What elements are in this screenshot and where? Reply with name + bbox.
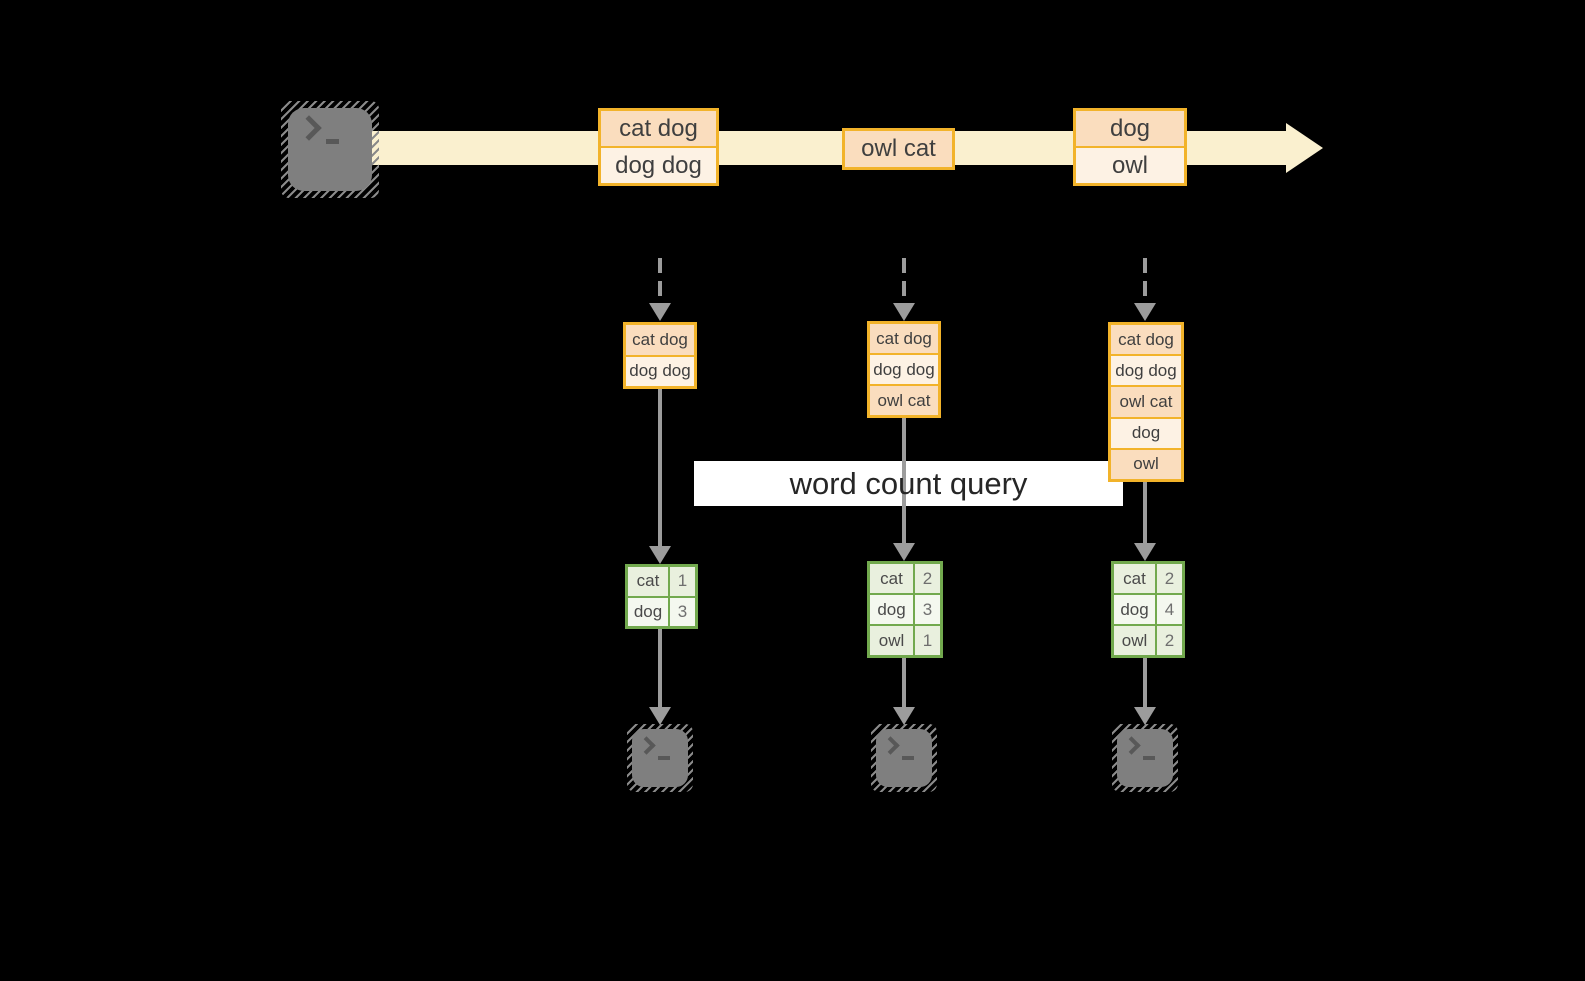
query-banner — [694, 461, 1123, 506]
sink-terminal-icon-3 — [1112, 724, 1178, 792]
count-cell: 3 — [915, 595, 940, 624]
connector-line-5 — [902, 657, 906, 708]
buffer-row: owl cat — [870, 386, 938, 415]
connector-line-2 — [902, 417, 906, 543]
connector-line-1 — [658, 388, 662, 546]
count-cell: 1 — [670, 567, 695, 596]
stream-event-word: owl — [1076, 148, 1184, 183]
prompt-underscore-icon — [1143, 756, 1155, 760]
sink-terminal-icon-2 — [871, 724, 937, 792]
stream-event-box-1: cat dog dog dog — [598, 108, 719, 186]
connector-arrowhead-icon — [1134, 543, 1156, 561]
buffer-row: owl cat — [1111, 387, 1181, 417]
word-cell: cat — [870, 564, 913, 593]
source-terminal-icon — [281, 101, 379, 198]
connector-arrowhead-icon — [649, 707, 671, 725]
terminal-screen — [288, 108, 372, 191]
record-buffer-2: cat dog dog dog owl cat — [867, 321, 941, 418]
query-banner-label: word count query — [789, 465, 1028, 501]
count-cell: 2 — [915, 564, 940, 593]
word-count-table-3: cat 2 dog 4 owl 2 — [1111, 561, 1185, 658]
dashed-connector-3 — [1143, 258, 1147, 303]
stream-event-box-3: dog owl — [1073, 108, 1187, 186]
word-cell: owl — [1114, 626, 1155, 655]
buffer-row: cat dog — [1111, 325, 1181, 355]
dashed-connector-2 — [902, 258, 906, 303]
count-cell: 2 — [1157, 626, 1182, 655]
word-cell: dog — [870, 595, 913, 624]
connector-arrowhead-icon — [1134, 707, 1156, 725]
connector-line-4 — [658, 628, 662, 708]
dashed-arrowhead-icon — [893, 303, 915, 321]
word-cell: dog — [628, 597, 668, 626]
dashed-connector-1 — [658, 258, 662, 303]
connector-line-3 — [1143, 481, 1147, 543]
buffer-row: owl — [1111, 449, 1181, 480]
stream-event-box-2: owl cat — [842, 128, 955, 170]
connector-arrowhead-icon — [893, 707, 915, 725]
connector-arrowhead-icon — [649, 546, 671, 564]
count-cell: 1 — [915, 626, 940, 655]
stream-event-word: dog dog — [601, 148, 716, 183]
word-count-table-2: cat 2 dog 3 owl 1 — [867, 561, 943, 658]
sink-terminal-icon-1 — [627, 724, 693, 792]
dashed-arrowhead-icon — [649, 303, 671, 321]
prompt-underscore-icon — [658, 756, 670, 760]
stream-event-word: cat dog — [601, 111, 716, 146]
word-cell: cat — [1114, 564, 1155, 593]
record-buffer-1: cat dog dog dog — [623, 322, 697, 389]
buffer-row: cat dog — [870, 324, 938, 353]
buffer-row: dog dog — [1111, 356, 1181, 386]
buffer-row: cat dog — [626, 325, 694, 355]
dashed-arrowhead-icon — [1134, 303, 1156, 321]
word-count-table-1: cat 1 dog 3 — [625, 564, 698, 629]
prompt-underscore-icon — [326, 139, 339, 144]
count-cell: 4 — [1157, 595, 1182, 624]
record-buffer-3: cat dog dog dog owl cat dog owl — [1108, 322, 1184, 482]
stream-event-word: owl cat — [845, 131, 952, 167]
buffer-row: dog dog — [626, 356, 694, 386]
buffer-row: dog dog — [870, 355, 938, 384]
word-cell: dog — [1114, 595, 1155, 624]
count-cell: 3 — [670, 597, 695, 626]
prompt-underscore-icon — [902, 756, 914, 760]
connector-line-6 — [1143, 657, 1147, 708]
word-cell: owl — [870, 626, 913, 655]
stream-event-word: dog — [1076, 111, 1184, 146]
stream-arrowhead-icon — [1286, 123, 1323, 173]
count-cell: 2 — [1157, 564, 1182, 593]
word-cell: cat — [628, 567, 668, 596]
connector-arrowhead-icon — [893, 543, 915, 561]
buffer-row: dog — [1111, 418, 1181, 448]
